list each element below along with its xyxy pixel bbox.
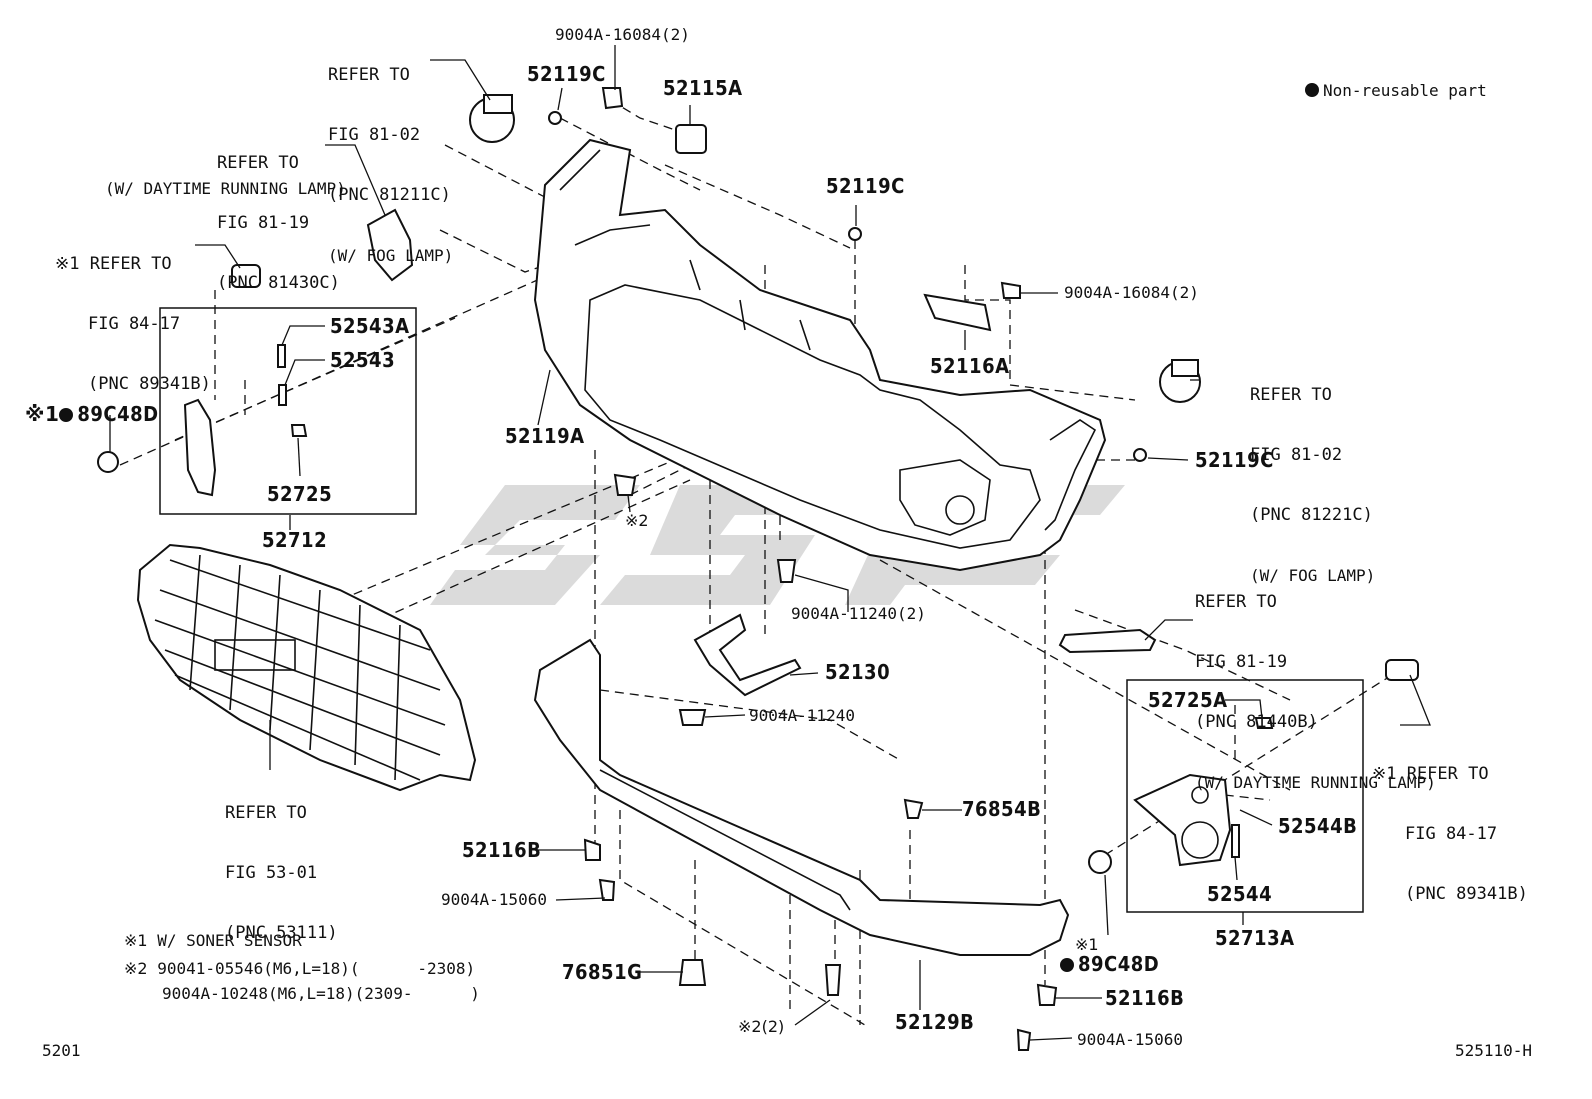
- ref-line: (PNC 81440B): [1195, 712, 1318, 732]
- part-89C48D-right-mark: ※1: [1075, 935, 1099, 954]
- ref-line: REFER TO: [1195, 592, 1277, 612]
- drl-right: [1058, 628, 1157, 654]
- ref-line: FIG 84-17: [1405, 824, 1498, 844]
- small-parts: [97, 87, 1274, 1051]
- bumper-cover: [533, 138, 1107, 572]
- non-reusable-dot-icon: [1060, 958, 1074, 972]
- part-9004A-11240-2: 9004A-11240(2): [791, 604, 926, 623]
- part-52712: 52712: [262, 528, 328, 552]
- ref-fog-lamp-right: REFER TO FIG 81-02 (PNC 81221C) (W/ FOG …: [1250, 345, 1375, 606]
- ref-fog-lamp-left: REFER TO FIG 81-02 (PNC 81211C) (W/ FOG …: [328, 25, 453, 286]
- note-text: W/ SONER SENSOR: [157, 931, 302, 950]
- ref-line: ※1 REFER TO: [55, 254, 172, 274]
- fog-lamp-left: [469, 94, 515, 143]
- part-52129B: 52129B: [895, 1010, 975, 1034]
- note-mark: ※1: [124, 931, 148, 950]
- ref-line: FIG 81-02: [328, 125, 421, 145]
- non-reusable-dot-icon: [59, 408, 74, 422]
- radiator-grille: [136, 543, 477, 792]
- note-1: ※1 W/ SONER SENSOR: [124, 930, 302, 951]
- part-star2: ※2: [625, 511, 649, 530]
- ref-line: (PNC 81211C): [328, 185, 451, 205]
- ref-line: FIG 84-17: [88, 314, 181, 334]
- part-52543: 52543: [330, 348, 396, 372]
- ref-line: FIG 81-02: [1250, 445, 1343, 465]
- part-52725: 52725: [267, 482, 333, 506]
- part-52544B: 52544B: [1278, 814, 1358, 838]
- part-52116B-right: 52116B: [1105, 986, 1185, 1010]
- ref-drl-left: REFER TO FIG 81-19 (PNC 81430C): [217, 113, 340, 313]
- part-number: 89C48D: [77, 402, 159, 426]
- part-52115A: 52115A: [663, 76, 743, 100]
- note-mark: ※1: [25, 402, 60, 426]
- ref-line: (W/ FOG LAMP): [328, 246, 454, 265]
- ref-line: REFER TO: [1250, 385, 1332, 405]
- lower-spoiler: [533, 638, 1070, 956]
- part-89C48D-right: 89C48D: [1060, 954, 1159, 974]
- legend-non-reusable: Non-reusable part: [1305, 80, 1487, 101]
- ref-line: ※1 REFER TO: [1372, 764, 1489, 784]
- ref-sonar-left: ※1 REFER TO FIG 84-17 (PNC 89341B): [55, 214, 211, 414]
- part-9004A-16084-top: 9004A-16084(2): [555, 25, 690, 44]
- part-9004A-16084-right: 9004A-16084(2): [1064, 283, 1199, 302]
- part-76854B: 76854B: [962, 797, 1042, 821]
- part-52544: 52544: [1207, 882, 1273, 906]
- bracket-52130: [693, 613, 802, 697]
- part-9004A-11240: 9004A-11240: [749, 706, 855, 725]
- ref-drl-right: REFER TO FIG 81-19 (PNC 81440B) (W/ DAYT…: [1195, 552, 1436, 813]
- ref-line: (PNC 81430C): [217, 273, 340, 293]
- ref-line: (PNC 81221C): [1250, 505, 1373, 525]
- ref-line: FIG 53-01: [225, 863, 318, 883]
- ref-sonar-right: ※1 REFER TO FIG 84-17 (PNC 89341B): [1372, 724, 1528, 924]
- drl-left: [366, 208, 414, 282]
- page-code-left: 5201: [42, 1041, 81, 1060]
- legend-text: Non-reusable part: [1323, 81, 1487, 100]
- part-76851G: 76851G: [562, 960, 643, 984]
- part-52725A: 52725A: [1148, 688, 1228, 712]
- fog-lamp-right: [1159, 359, 1201, 403]
- sonar-left: [231, 264, 261, 288]
- box-52712: [159, 307, 417, 530]
- ref-line: (PNC 89341B): [1405, 884, 1528, 904]
- ref-line: (PNC 89341B): [88, 374, 211, 394]
- non-reusable-dot-icon: [1305, 83, 1319, 97]
- part-52119C-mid: 52119C: [826, 174, 905, 198]
- note-2: ※2 90041-05546(M6,L=18)( -2308): [124, 958, 475, 979]
- ref-line: FIG 81-19: [217, 213, 310, 233]
- part-star2-2: ※2(2): [738, 1017, 785, 1036]
- part-9004A-15060-left: 9004A-15060: [441, 890, 547, 909]
- ref-line: (W/ FOG LAMP): [1250, 566, 1376, 585]
- note-text: 90041-05546(M6,L=18)( -2308): [157, 959, 476, 978]
- part-52713A: 52713A: [1215, 926, 1295, 950]
- ref-line: REFER TO: [225, 803, 307, 823]
- ref-grille: REFER TO FIG 53-01 (PNC 53111): [225, 763, 338, 963]
- part-52116A: 52116A: [930, 354, 1010, 378]
- box-52713A: [1126, 679, 1364, 925]
- leader-lines: [109, 45, 1431, 1041]
- ref-line: (PNC 53111): [225, 923, 338, 943]
- part-52119A: 52119A: [505, 424, 585, 448]
- ref-line: FIG 81-19: [1195, 652, 1288, 672]
- part-number: 89C48D: [1078, 952, 1160, 976]
- note-mark: ※2: [124, 959, 148, 978]
- ref-drl-left-note: (W/ DAYTIME RUNNING LAMP): [105, 179, 346, 198]
- part-52130: 52130: [825, 660, 891, 684]
- page-code-right: 525110-H: [1455, 1041, 1533, 1060]
- ref-line: REFER TO: [328, 65, 410, 85]
- part-89C48D-left: ※1 89C48D: [25, 404, 159, 424]
- ref-line: (W/ DAYTIME RUNNING LAMP): [1195, 773, 1436, 792]
- part-9004A-15060-right: 9004A-15060: [1077, 1030, 1183, 1049]
- part-52119C-right: 52119C: [1195, 448, 1274, 472]
- note-2-line2: 9004A-10248(M6,L=18)(2309- ): [162, 984, 480, 1003]
- part-52116B-left: 52116B: [462, 838, 542, 862]
- part-52543A: 52543A: [330, 314, 410, 338]
- part-52119C-top: 52119C: [527, 62, 606, 86]
- ref-line: REFER TO: [217, 153, 299, 173]
